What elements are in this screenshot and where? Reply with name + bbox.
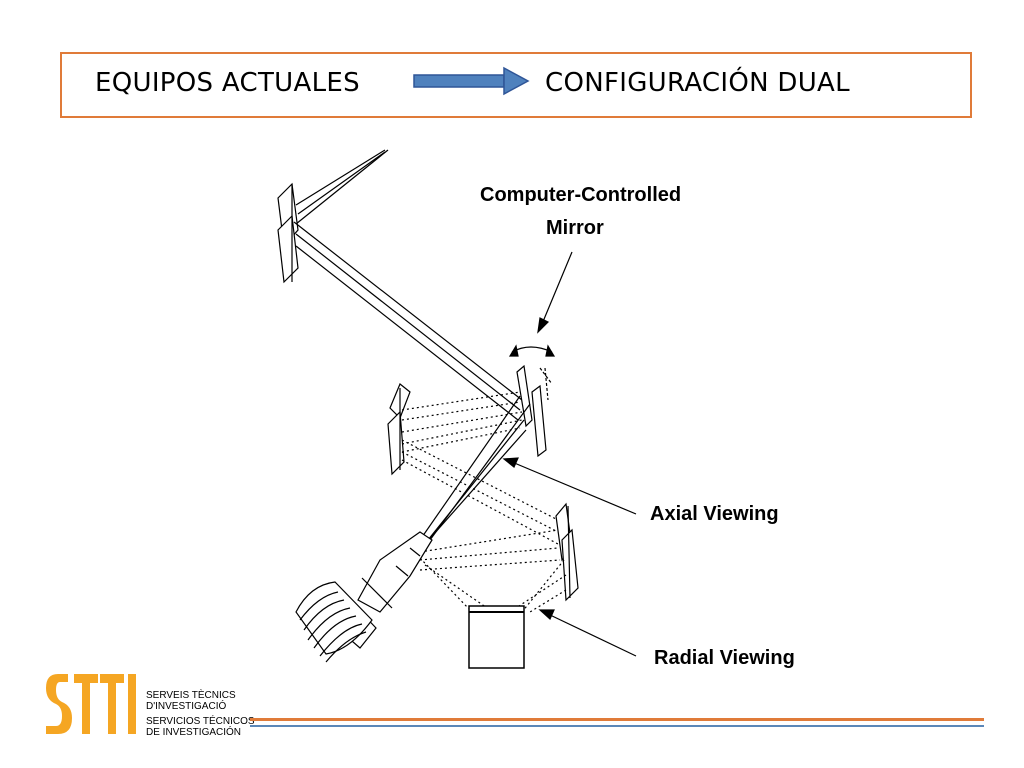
footer-rule-blue — [250, 725, 984, 727]
label-axial-viewing: Axial Viewing — [650, 503, 779, 525]
org-spanish-line2: DE INVESTIGACIÓN — [146, 727, 242, 738]
footer-rule-orange — [250, 718, 984, 721]
org-catalan-line2: D'INVESTIGACIÓ — [146, 701, 227, 712]
stti-logo — [46, 674, 136, 734]
title-right: CONFIGURACIÓN DUAL — [545, 68, 850, 98]
title-box: EQUIPOS ACTUALES CONFIGURACIÓN DUAL — [60, 52, 972, 118]
org-spanish-line1: SERVICIOS TÉCNICOS — [146, 716, 255, 727]
computer-controlled-mirror — [508, 344, 556, 458]
top-mirror — [277, 182, 299, 284]
right-arrow-icon — [413, 66, 530, 96]
left-mirror — [387, 383, 411, 476]
title-left: EQUIPOS ACTUALES — [95, 68, 360, 98]
org-catalan-line1: SERVEIS TÈCNICS — [146, 690, 236, 701]
torch — [295, 531, 433, 663]
detector-box — [468, 605, 525, 669]
label-mirror-line1: Computer-Controlled — [480, 184, 681, 206]
label-mirror-line2: Mirror — [546, 217, 604, 239]
label-radial-viewing: Radial Viewing — [654, 647, 795, 669]
right-mirror — [555, 502, 579, 602]
